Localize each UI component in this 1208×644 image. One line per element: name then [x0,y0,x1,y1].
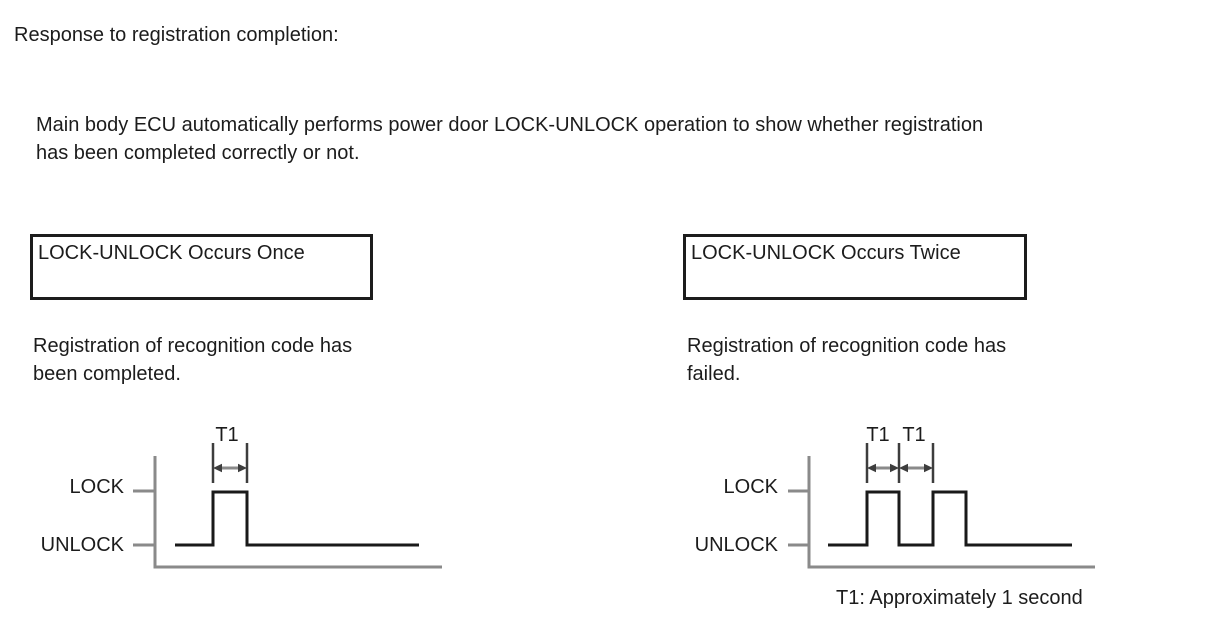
description-failed-line-1: Registration of recognition code has [687,335,1007,357]
description-completed-line-2: been completed. [33,363,181,385]
description-completed-line-1: Registration of recognition code has [33,335,353,357]
left-arrowhead-right [238,463,247,473]
intro-paragraph: Main body ECU automatically performs pow… [36,111,983,167]
lock-label-once: LOCK [69,476,124,498]
description-failed: Registration of recognition code has fai… [687,332,1006,388]
result-box-twice-label: LOCK-UNLOCK Occurs Twice [691,242,961,264]
t1-label-twice-2: T1 [902,424,926,446]
left-arrowhead-left [213,463,222,473]
result-box-once-label: LOCK-UNLOCK Occurs Once [38,242,305,264]
unlock-label-once: UNLOCK [40,534,124,556]
right-pulse-trace [828,490,1072,547]
unlock-label-twice: UNLOCK [694,534,778,556]
right-arrowhead-2r [924,463,933,473]
waveform-diagram-once [133,443,442,569]
waveform-diagram-twice [788,443,1095,569]
intro-line-2: has been completed correctly or not. [36,142,360,164]
left-axis-lines [153,456,442,569]
right-arrowhead-1r [890,463,899,473]
result-box-once: LOCK-UNLOCK Occurs Once [30,234,373,300]
right-axis-lines [807,456,1095,569]
right-arrowhead-1l [867,463,876,473]
description-failed-line-2: failed. [687,363,741,385]
t1-footnote: T1: Approximately 1 second [836,587,1083,609]
t1-label-once: T1 [215,424,239,446]
result-box-twice: LOCK-UNLOCK Occurs Twice [683,234,1027,300]
left-pulse-trace [175,490,419,547]
lock-label-twice: LOCK [723,476,778,498]
t1-label-twice-1: T1 [866,424,890,446]
description-completed: Registration of recognition code has bee… [33,332,352,388]
intro-line-1: Main body ECU automatically performs pow… [36,114,984,136]
page-title: Response to registration completion: [14,24,339,46]
right-arrowhead-2l [899,463,908,473]
